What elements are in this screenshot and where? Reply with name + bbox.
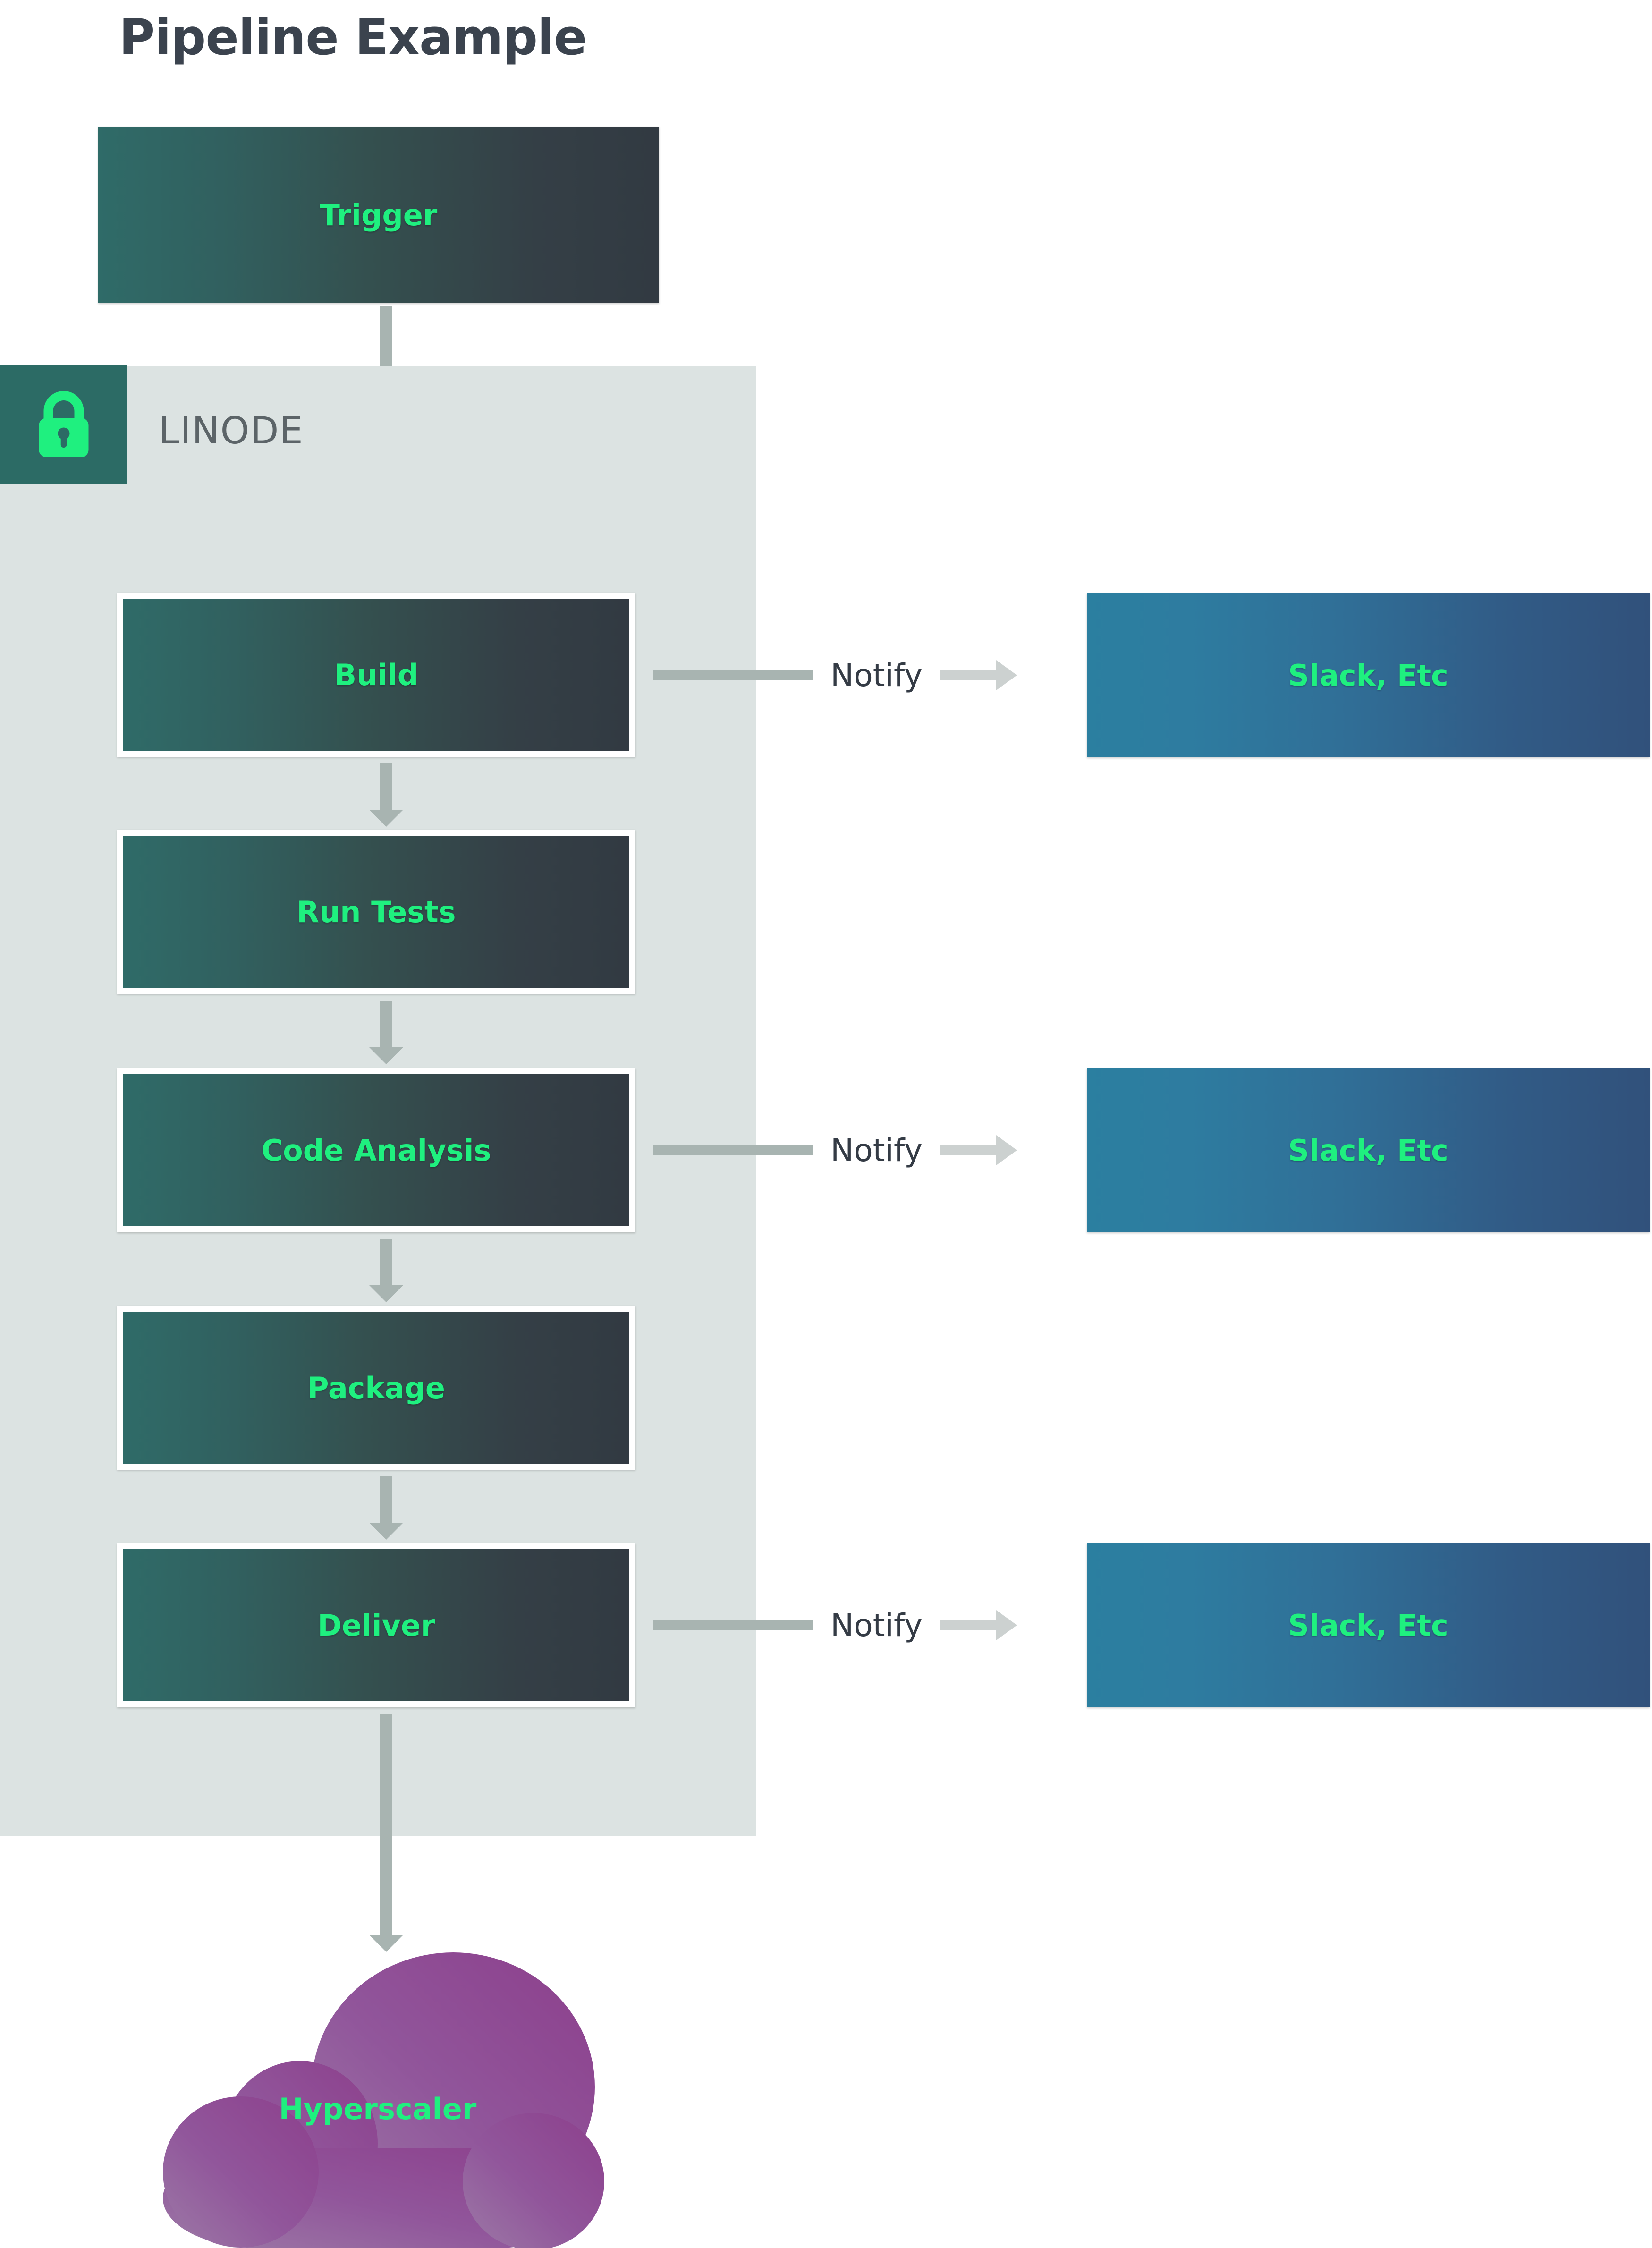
notify-arrow-icon	[940, 1135, 1017, 1165]
node-slack-build-label: Slack, Etc	[1288, 658, 1449, 693]
node-build[interactable]: Build	[117, 593, 635, 757]
notify-connector-deliver: Notify	[653, 1604, 1087, 1646]
notify-connector-code-analysis: Notify	[653, 1129, 1087, 1171]
node-slack-code-analysis[interactable]: Slack, Etc	[1087, 1068, 1650, 1232]
lock-icon	[33, 389, 94, 459]
node-slack-build[interactable]: Slack, Etc	[1087, 593, 1650, 757]
node-code-analysis[interactable]: Code Analysis	[117, 1068, 635, 1232]
notify-arrow-icon	[940, 660, 1017, 690]
cloud-icon	[163, 1952, 604, 2248]
page-title: Pipeline Example	[119, 8, 587, 66]
node-run-tests-label: Run Tests	[297, 894, 456, 929]
arrow-package-to-deliver	[380, 1476, 392, 1524]
arrow-build-to-run-tests	[380, 763, 392, 811]
notify-label: Notify	[830, 1607, 923, 1644]
arrow-run-tests-to-code-analysis	[380, 1001, 392, 1048]
arrow-deliver-to-hyperscaler	[380, 1714, 392, 1936]
node-slack-deliver[interactable]: Slack, Etc	[1087, 1543, 1650, 1707]
node-slack-deliver-label: Slack, Etc	[1288, 1608, 1449, 1643]
notify-label: Notify	[830, 1132, 923, 1169]
notify-connector-build: Notify	[653, 654, 1087, 696]
notify-label: Notify	[830, 657, 923, 694]
notify-line-segment	[653, 1145, 813, 1155]
node-trigger[interactable]: Trigger	[98, 127, 659, 303]
arrow-code-analysis-to-package	[380, 1239, 392, 1286]
notify-line-segment	[653, 1620, 813, 1630]
node-package-label: Package	[307, 1370, 445, 1405]
notify-arrow-icon	[940, 1610, 1017, 1640]
node-hyperscaler-label: Hyperscaler	[279, 2092, 477, 2126]
node-deliver[interactable]: Deliver	[117, 1543, 635, 1707]
group-linode-badge	[0, 365, 127, 484]
group-linode-label: LINODE	[159, 410, 304, 452]
node-package[interactable]: Package	[117, 1306, 635, 1470]
node-slack-code-analysis-label: Slack, Etc	[1288, 1133, 1449, 1168]
notify-line-segment	[653, 670, 813, 680]
node-deliver-label: Deliver	[317, 1608, 435, 1643]
node-run-tests[interactable]: Run Tests	[117, 830, 635, 994]
node-code-analysis-label: Code Analysis	[261, 1133, 491, 1168]
node-build-label: Build	[334, 657, 419, 692]
node-trigger-label: Trigger	[320, 197, 438, 232]
node-hyperscaler[interactable]	[142, 1945, 614, 2248]
